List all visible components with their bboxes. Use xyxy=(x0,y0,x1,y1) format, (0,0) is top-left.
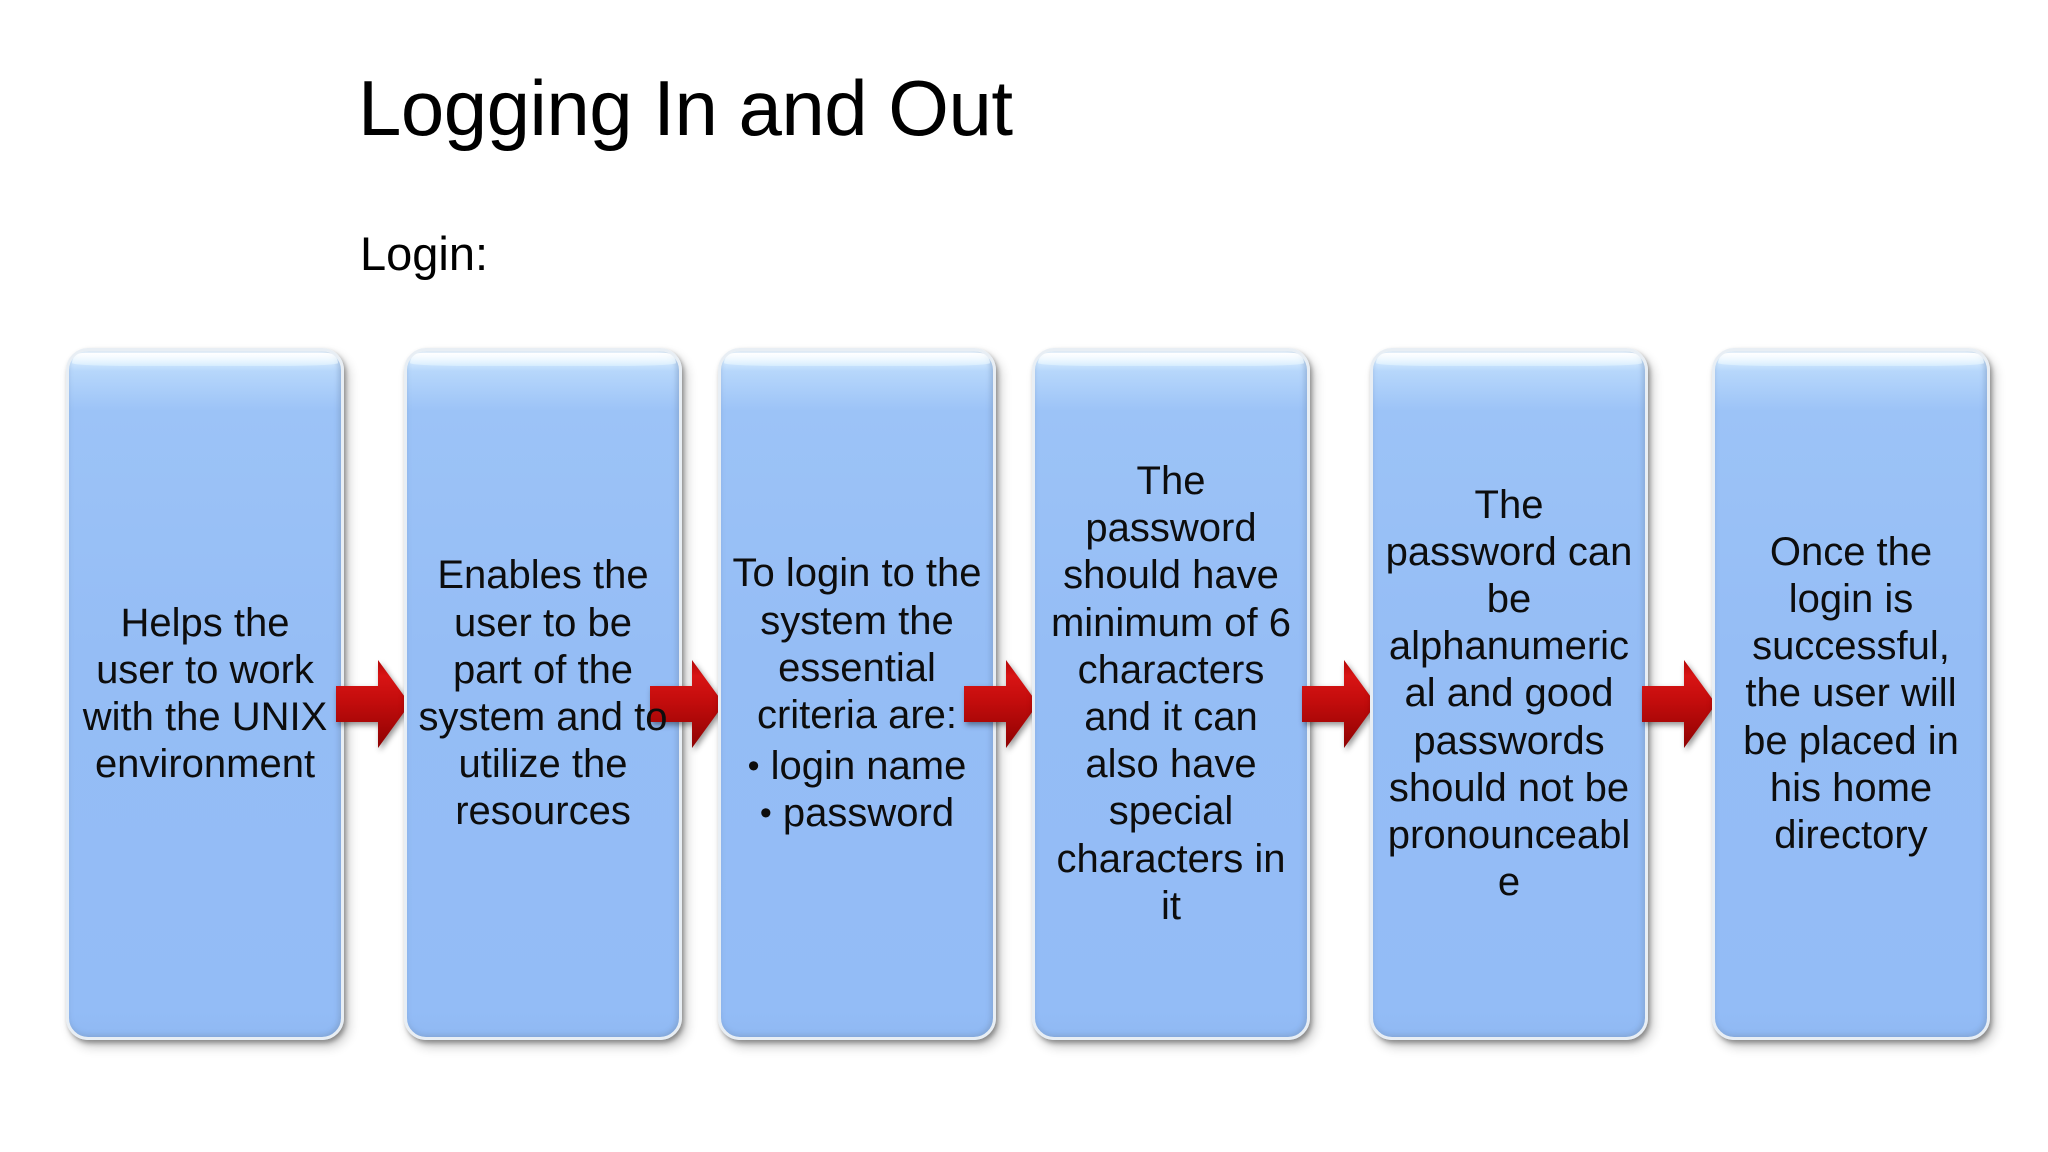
process-step-3-text: To login to the system the essential cri… xyxy=(732,551,982,737)
process-step-1-text: Helps the user to work with the UNIX env… xyxy=(82,600,328,787)
bullet-dot-icon: • xyxy=(759,794,772,833)
slide-subtitle: Login: xyxy=(360,227,489,280)
process-step-2-label: Enables the user to be part of the syste… xyxy=(418,552,668,835)
process-step-6-text: Once the login is successful, the user w… xyxy=(1743,529,1959,857)
page-title: Logging In and Out xyxy=(358,64,1013,152)
list-item: • login name xyxy=(732,743,982,790)
right-arrow-icon xyxy=(1640,656,1718,752)
right-arrow-icon xyxy=(648,656,726,752)
process-step-1[interactable]: Helps the user to work with the UNIX env… xyxy=(66,348,344,1040)
process-step-5-text: The password can be alphanumerical and g… xyxy=(1385,482,1633,905)
bullet-label: password xyxy=(782,791,955,836)
bullet-dot-icon: • xyxy=(747,747,760,786)
right-arrow-icon xyxy=(334,656,412,752)
process-step-2-text: Enables the user to be part of the syste… xyxy=(418,553,668,834)
process-diagram: Helps the user to work with the UNIX env… xyxy=(0,348,2048,1048)
list-item: • password xyxy=(732,790,982,837)
process-step-4[interactable]: The password should have minimum of 6 ch… xyxy=(1032,348,1310,1040)
process-step-6-label: Once the login is successful, the user w… xyxy=(1726,529,1976,859)
process-step-4-label: The password should have minimum of 6 ch… xyxy=(1046,458,1296,930)
process-step-3[interactable]: To login to the system the essential cri… xyxy=(718,348,996,1040)
process-step-1-label: Helps the user to work with the UNIX env… xyxy=(80,600,330,789)
right-arrow-icon xyxy=(962,656,1040,752)
process-step-6[interactable]: Once the login is successful, the user w… xyxy=(1712,348,1990,1040)
bullet-label: login name xyxy=(770,744,967,789)
right-arrow-icon xyxy=(1300,656,1378,752)
process-step-4-text: The password should have minimum of 6 ch… xyxy=(1050,459,1292,928)
process-step-3-label: To login to the system the essential cri… xyxy=(732,550,982,837)
process-step-5-label: The password can be alphanumerical and g… xyxy=(1384,482,1634,907)
process-step-3-bullet-list: • login name • password xyxy=(732,743,982,837)
process-step-5[interactable]: The password can be alphanumerical and g… xyxy=(1370,348,1648,1040)
process-step-2[interactable]: Enables the user to be part of the syste… xyxy=(404,348,682,1040)
